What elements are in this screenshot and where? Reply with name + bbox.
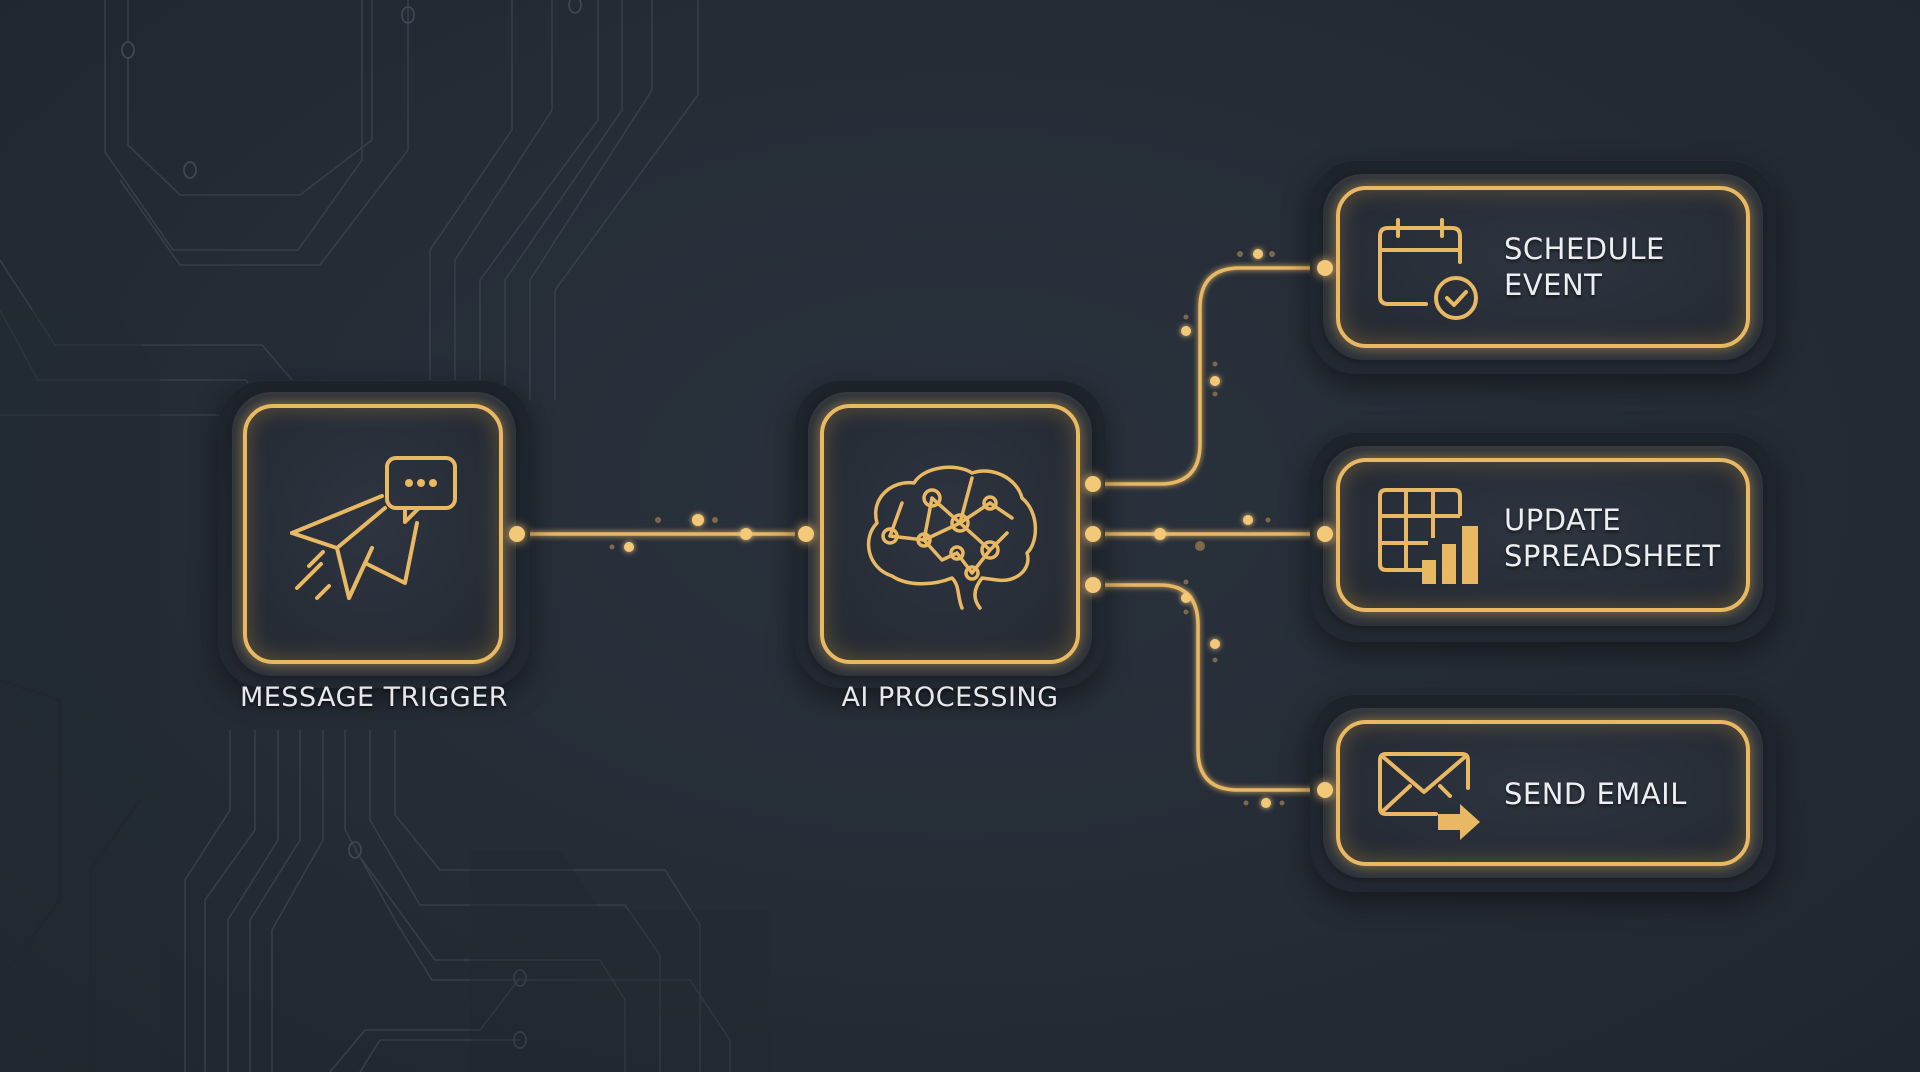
ai-output-port-middle[interactable] xyxy=(1085,526,1101,542)
trigger-node[interactable] xyxy=(243,404,503,664)
schedule-input-port[interactable] xyxy=(1317,260,1333,276)
trigger-output-port[interactable] xyxy=(509,526,525,542)
ai-output-port-bottom[interactable] xyxy=(1085,577,1101,593)
schedule-event-label: SCHEDULE EVENT xyxy=(1504,231,1665,303)
send-email-label-line1: SEND EMAIL xyxy=(1504,777,1687,811)
trigger-label: MESSAGE TRIGGER xyxy=(239,682,509,713)
schedule-event-label-line1: SCHEDULE xyxy=(1504,232,1665,266)
schedule-event-node[interactable]: SCHEDULE EVENT xyxy=(1336,186,1750,348)
send-email-node[interactable]: SEND EMAIL xyxy=(1336,720,1750,866)
spreadsheet-input-port[interactable] xyxy=(1317,526,1333,542)
calendar-check-icon xyxy=(1378,218,1486,320)
send-email-label: SEND EMAIL xyxy=(1504,776,1687,812)
ai-processing-label: AI PROCESSING xyxy=(841,682,1059,713)
email-input-port[interactable] xyxy=(1317,782,1333,798)
ai-processing-node[interactable] xyxy=(820,404,1080,664)
ai-input-port[interactable] xyxy=(798,526,814,542)
update-spreadsheet-label-line1: UPDATE xyxy=(1504,503,1622,537)
wire-ai-to-schedule xyxy=(1093,266,1325,486)
update-spreadsheet-label: UPDATE SPREADSHEET xyxy=(1504,502,1721,574)
update-spreadsheet-label-line2: SPREADSHEET xyxy=(1504,539,1721,573)
wire-ai-to-email xyxy=(1093,583,1325,792)
schedule-event-label-line2: EVENT xyxy=(1504,268,1603,302)
ai-output-port-top[interactable] xyxy=(1085,476,1101,492)
paper-plane-chat-icon xyxy=(287,456,467,618)
brain-network-icon xyxy=(862,458,1042,618)
email-send-icon xyxy=(1378,752,1486,842)
spreadsheet-chart-icon xyxy=(1378,488,1486,588)
update-spreadsheet-node[interactable]: UPDATE SPREADSHEET xyxy=(1336,458,1750,612)
